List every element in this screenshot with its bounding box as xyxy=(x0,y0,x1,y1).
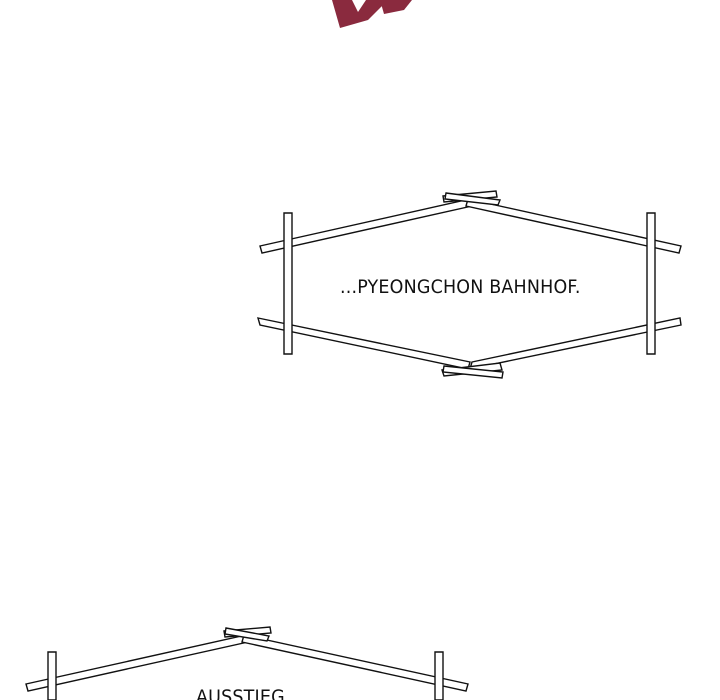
caption-frame-hexagon-bottom xyxy=(25,626,469,700)
caption-frame-hexagon xyxy=(257,190,682,379)
sfx-fragment xyxy=(332,0,412,28)
caption-text-exit: AUSSTIEG... xyxy=(196,686,303,700)
caption-text-station: ...PYEONGCHON BAHNHOF. xyxy=(340,276,581,298)
